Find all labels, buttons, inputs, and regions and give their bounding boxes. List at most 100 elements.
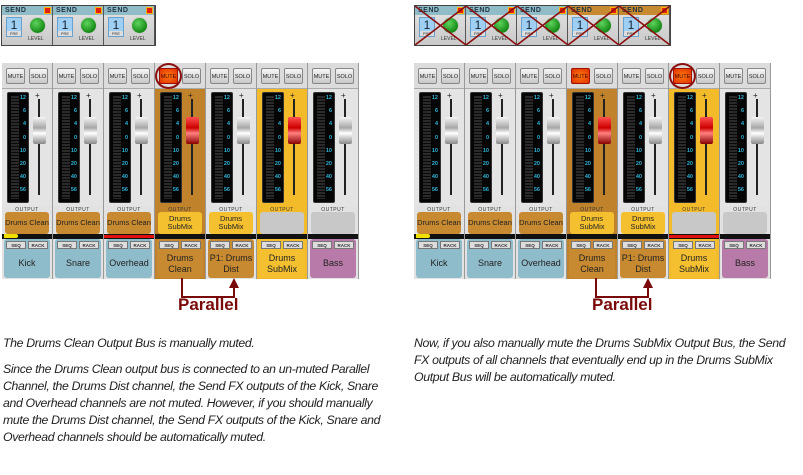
output-bus-selector[interactable]: Drums Clean	[519, 212, 563, 234]
mute-button[interactable]: MUTE	[312, 68, 331, 84]
fader-handle[interactable]	[339, 117, 352, 144]
level-knob[interactable]	[596, 18, 611, 33]
rack-button[interactable]: RACK	[644, 241, 664, 249]
output-bus-selector[interactable]: Drums Clean	[5, 212, 49, 234]
seq-button[interactable]: SEQ	[210, 241, 230, 249]
solo-button[interactable]: SOLO	[594, 68, 613, 84]
mute-button[interactable]: MUTE	[418, 68, 437, 84]
level-knob[interactable]	[132, 18, 147, 33]
seq-button[interactable]: SEQ	[57, 241, 77, 249]
solo-button[interactable]: SOLO	[543, 68, 562, 84]
output-bus-selector[interactable]: Drums Clean	[468, 212, 512, 234]
mute-button[interactable]: MUTE	[6, 68, 25, 84]
rack-button[interactable]: RACK	[130, 241, 150, 249]
mute-button[interactable]: MUTE	[622, 68, 641, 84]
rack-button[interactable]: RACK	[593, 241, 613, 249]
pre-button[interactable]: PRE	[109, 31, 123, 36]
solo-button[interactable]: SOLO	[182, 68, 201, 84]
solo-button[interactable]: SOLO	[441, 68, 460, 84]
seq-button[interactable]: SEQ	[312, 241, 332, 249]
mute-button[interactable]: MUTE	[261, 68, 280, 84]
output-bus-selector[interactable]	[672, 212, 716, 234]
solo-button[interactable]: SOLO	[645, 68, 664, 84]
output-bus-selector[interactable]: Drums Clean	[107, 212, 151, 234]
fader-handle[interactable]	[496, 117, 509, 144]
rack-button[interactable]: RACK	[232, 241, 252, 249]
pre-button[interactable]: PRE	[471, 31, 485, 36]
rack-button[interactable]: RACK	[491, 241, 511, 249]
send-on-indicator-icon[interactable]	[146, 7, 153, 14]
mute-button[interactable]: MUTE	[210, 68, 229, 84]
solo-button[interactable]: SOLO	[747, 68, 766, 84]
mute-button[interactable]: MUTE	[108, 68, 127, 84]
rack-button[interactable]: RACK	[79, 241, 99, 249]
fader-track[interactable]	[654, 99, 656, 195]
output-bus-selector[interactable]	[260, 212, 304, 234]
seq-button[interactable]: SEQ	[418, 241, 438, 249]
fader-handle[interactable]	[751, 117, 764, 144]
fader-track[interactable]	[293, 99, 295, 195]
mute-button[interactable]: MUTE	[469, 68, 488, 84]
rack-button[interactable]: RACK	[440, 241, 460, 249]
fader-track[interactable]	[705, 99, 707, 195]
seq-button[interactable]: SEQ	[724, 241, 744, 249]
mute-button[interactable]: MUTE	[724, 68, 743, 84]
seq-button[interactable]: SEQ	[108, 241, 128, 249]
pre-button[interactable]: PRE	[573, 31, 587, 36]
rack-button[interactable]: RACK	[28, 241, 48, 249]
level-knob[interactable]	[443, 18, 458, 33]
fader-track[interactable]	[603, 99, 605, 195]
seq-button[interactable]: SEQ	[261, 241, 281, 249]
pre-button[interactable]: PRE	[58, 31, 72, 36]
fader-track[interactable]	[501, 99, 503, 195]
mute-button[interactable]: MUTE	[571, 68, 590, 84]
output-bus-selector[interactable]: Drums SubMix	[209, 212, 253, 234]
output-bus-selector[interactable]	[311, 212, 355, 234]
fader-handle[interactable]	[547, 117, 560, 144]
fader-track[interactable]	[344, 99, 346, 195]
solo-button[interactable]: SOLO	[696, 68, 715, 84]
seq-button[interactable]: SEQ	[469, 241, 489, 249]
fader-track[interactable]	[552, 99, 554, 195]
seq-button[interactable]: SEQ	[571, 241, 591, 249]
level-knob[interactable]	[81, 18, 96, 33]
fader-handle[interactable]	[288, 117, 301, 144]
send-on-indicator-icon[interactable]	[44, 7, 51, 14]
fader-track[interactable]	[140, 99, 142, 195]
solo-button[interactable]: SOLO	[80, 68, 99, 84]
fader-handle[interactable]	[649, 117, 662, 144]
level-knob[interactable]	[494, 18, 509, 33]
solo-button[interactable]: SOLO	[335, 68, 354, 84]
fader-track[interactable]	[89, 99, 91, 195]
fader-handle[interactable]	[84, 117, 97, 144]
fader-track[interactable]	[756, 99, 758, 195]
mute-button[interactable]: MUTE	[520, 68, 539, 84]
fader-track[interactable]	[242, 99, 244, 195]
seq-button[interactable]: SEQ	[6, 241, 26, 249]
fader-handle[interactable]	[186, 117, 199, 144]
mute-button[interactable]: MUTE	[57, 68, 76, 84]
fader-handle[interactable]	[237, 117, 250, 144]
output-bus-selector[interactable]: Drums Clean	[417, 212, 461, 234]
rack-button[interactable]: RACK	[746, 241, 766, 249]
solo-button[interactable]: SOLO	[284, 68, 303, 84]
rack-button[interactable]: RACK	[181, 241, 201, 249]
pre-button[interactable]: PRE	[420, 31, 434, 36]
seq-button[interactable]: SEQ	[520, 241, 540, 249]
solo-button[interactable]: SOLO	[492, 68, 511, 84]
output-bus-selector[interactable]	[723, 212, 767, 234]
fader-handle[interactable]	[445, 117, 458, 144]
output-bus-selector[interactable]: Drums Clean	[56, 212, 100, 234]
